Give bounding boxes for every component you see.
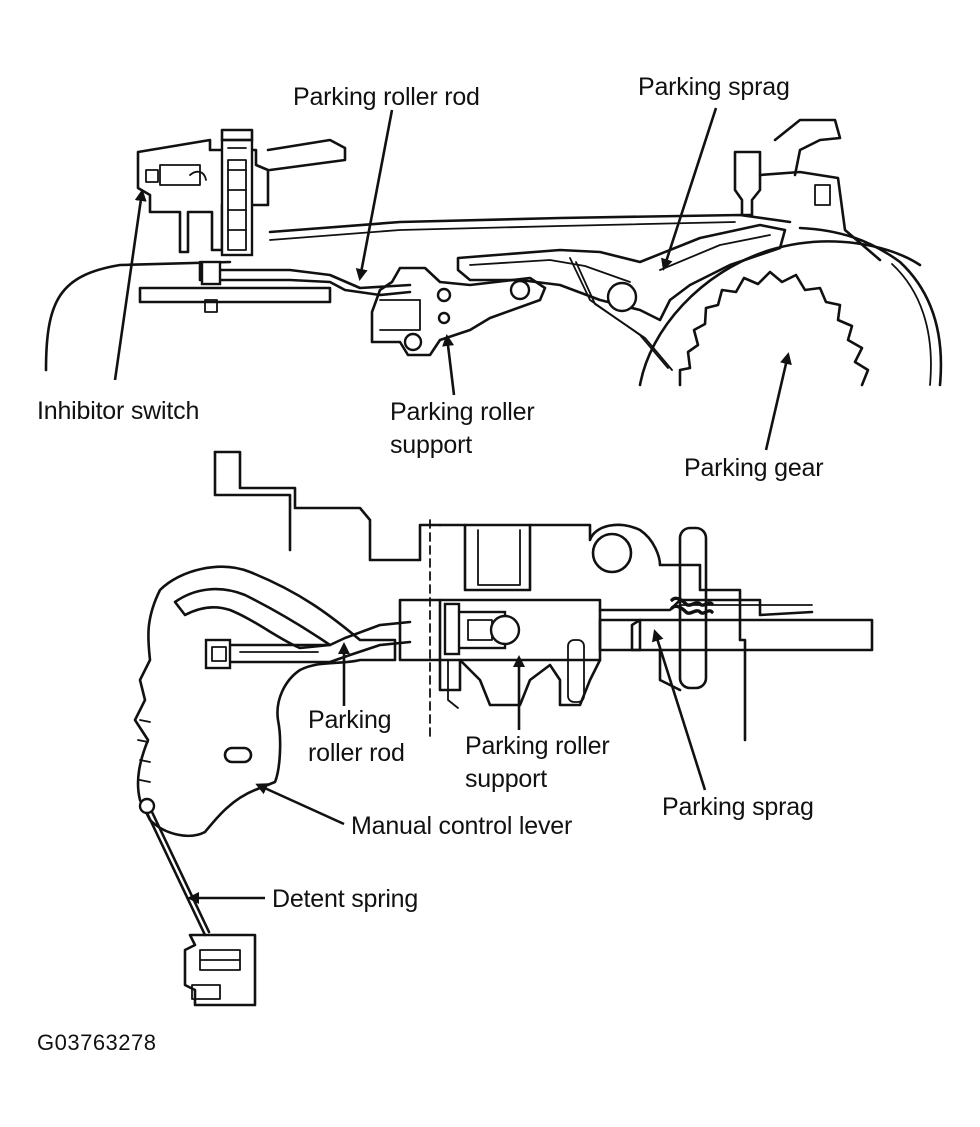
top-housing-left-edge (44, 260, 232, 372)
label-inhibitor-switch: Inhibitor switch (37, 397, 200, 425)
top-rod-lower (218, 268, 412, 290)
label-detent-spring: Detent spring (272, 885, 419, 913)
leader-parking-gear (764, 352, 792, 451)
bottom-case-bore (591, 532, 633, 574)
top-assembly (44, 118, 943, 387)
top-plate-edge (268, 213, 792, 234)
top-plate-inner-edge (269, 221, 736, 241)
label-bottom-parking-sprag: Parking sprag (662, 793, 814, 821)
detent-spring-part (138, 797, 257, 1007)
inhibitor-switch-part (136, 128, 347, 257)
bottom-case-upper-right (438, 523, 747, 742)
bottom-parking-roller-rod-part (204, 620, 412, 670)
leader-bottom-parking-sprag (651, 629, 707, 791)
label-top-parking-roller-support-line1: Parking roller (390, 398, 535, 426)
label-parking-gear: Parking gear (684, 454, 824, 482)
leader-top-parking-roller-support (442, 334, 456, 396)
top-left-plate (138, 286, 332, 304)
bottom-case-pocket (463, 523, 532, 592)
label-top-parking-roller-support: Parking roller support (390, 396, 535, 462)
label-manual-control-lever: Manual control lever (351, 812, 573, 840)
label-bottom-parking-roller-rod-line1: Parking (308, 706, 392, 734)
top-rod-upper (198, 260, 412, 297)
label-bottom-parking-roller-support-line1: Parking roller (465, 732, 610, 760)
label-bottom-parking-roller-rod-line2: roller rod (308, 739, 405, 767)
label-bottom-parking-roller-support-line2: support (465, 765, 547, 793)
bottom-case-inner (213, 450, 292, 552)
leader-manual-control-lever (255, 783, 345, 826)
leader-top-parking-roller-rod (355, 109, 394, 281)
figure-id-code: G03763278 (37, 1030, 157, 1055)
label-bottom-parking-roller-rod: Parking roller rod (308, 704, 405, 770)
label-top-parking-sprag: Parking sprag (638, 73, 790, 101)
manual-control-lever-part (133, 565, 397, 837)
leader-inhibitor-switch (113, 189, 147, 381)
label-top-parking-roller-support-line2: support (390, 431, 472, 459)
parking-gear-part (638, 118, 943, 387)
top-rod-end (200, 260, 222, 286)
bottom-parking-sprag-part (598, 526, 874, 692)
leader-lines (113, 107, 792, 904)
label-top-parking-roller-rod: Parking roller rod (293, 83, 480, 111)
bottom-assembly (133, 450, 874, 1007)
top-rod-nut (204, 299, 218, 313)
bottom-parking-roller-support-part (398, 598, 602, 709)
top-parking-roller-support-part (370, 266, 547, 357)
bottom-case-upper-left (213, 450, 442, 562)
leader-top-parking-sprag (661, 107, 718, 271)
top-parking-sprag-part (456, 223, 787, 371)
label-bottom-parking-roller-support: Parking roller support (465, 730, 610, 796)
